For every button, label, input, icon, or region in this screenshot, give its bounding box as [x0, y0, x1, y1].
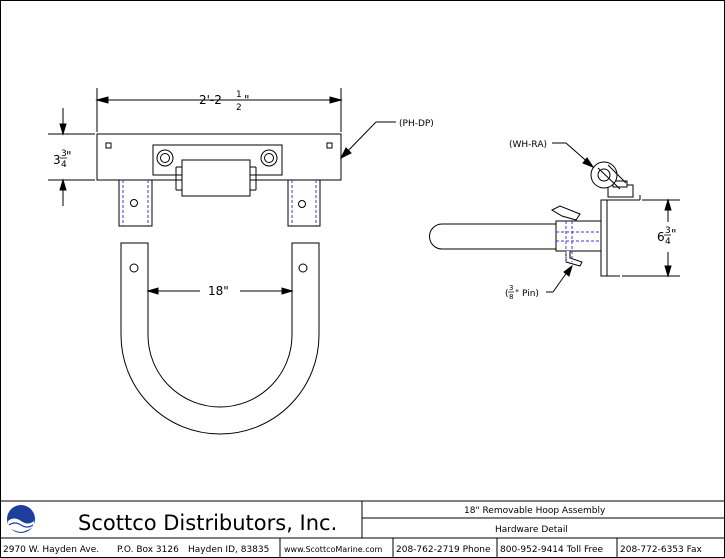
hidden-lines-side: [556, 221, 601, 262]
title-block: [0, 500, 725, 558]
hidden-lines-front: [122, 180, 317, 226]
svg-text:" Pin): " Pin): [515, 289, 539, 299]
svg-text:6: 6: [657, 230, 665, 244]
website-link[interactable]: www.ScottcoMarine.com: [284, 545, 383, 554]
svg-text:8: 8: [509, 293, 513, 301]
svg-text:3: 3: [665, 226, 671, 236]
svg-text:2'-2: 2'-2: [199, 93, 222, 107]
side-height-dimension: [622, 198, 680, 278]
pin-callout: ( 3 8 " Pin): [505, 284, 539, 301]
side-roller: [590, 161, 618, 189]
svg-text:": ": [244, 93, 250, 107]
plate-height-dimension: [48, 108, 95, 206]
socket-left: [118, 179, 153, 227]
svg-text:4: 4: [61, 160, 67, 170]
svg-text:(: (: [505, 289, 509, 299]
address: 2970 W. Hayden Ave.: [3, 545, 99, 555]
side-height-label: 6 3 4 ": [657, 226, 677, 247]
hoop: [120, 242, 320, 435]
fax: 208-772-6353 Fax: [620, 545, 702, 555]
roller-callout-leader: [552, 142, 595, 169]
plate-callout: (PH-DP): [399, 119, 434, 129]
svg-text:3: 3: [509, 284, 513, 292]
sheet-subtitle: Hardware Detail: [495, 525, 568, 535]
side-view: [429, 161, 641, 277]
svg-text:2: 2: [236, 103, 242, 113]
svg-text:4: 4: [665, 237, 671, 247]
phone: 208-762-2719 Phone: [396, 545, 491, 555]
front-view: [95, 88, 343, 227]
svg-text:": ": [671, 227, 677, 241]
roller-callout: (WH-RA): [509, 140, 547, 150]
po-box: P.O. Box 3126: [117, 545, 179, 555]
company-name: Scottco Distributors, Inc.: [78, 511, 337, 535]
svg-text:": ": [66, 149, 72, 163]
roller-cylinder: [181, 159, 251, 197]
plate-height-label: 3 3 4 ": [53, 149, 72, 170]
overall-width-label: 2'-2 1 2 ": [199, 90, 250, 113]
company-logo-icon: [7, 505, 35, 533]
toll-free: 800-952-9414 Toll Free: [500, 545, 604, 555]
hoop-width-label: 18": [208, 284, 229, 298]
svg-text:3: 3: [61, 149, 67, 159]
city: Hayden ID, 83835: [188, 545, 269, 555]
side-socket: [555, 220, 602, 252]
svg-text:1: 1: [236, 90, 242, 100]
svg-text:3: 3: [53, 153, 61, 167]
side-bracket: [600, 199, 608, 277]
pin-callout-leader: [546, 264, 573, 293]
plate-callout-leader: [339, 121, 396, 160]
drawing-title: 18" Removable Hoop Assembly: [464, 506, 606, 516]
socket-right: [287, 179, 321, 227]
